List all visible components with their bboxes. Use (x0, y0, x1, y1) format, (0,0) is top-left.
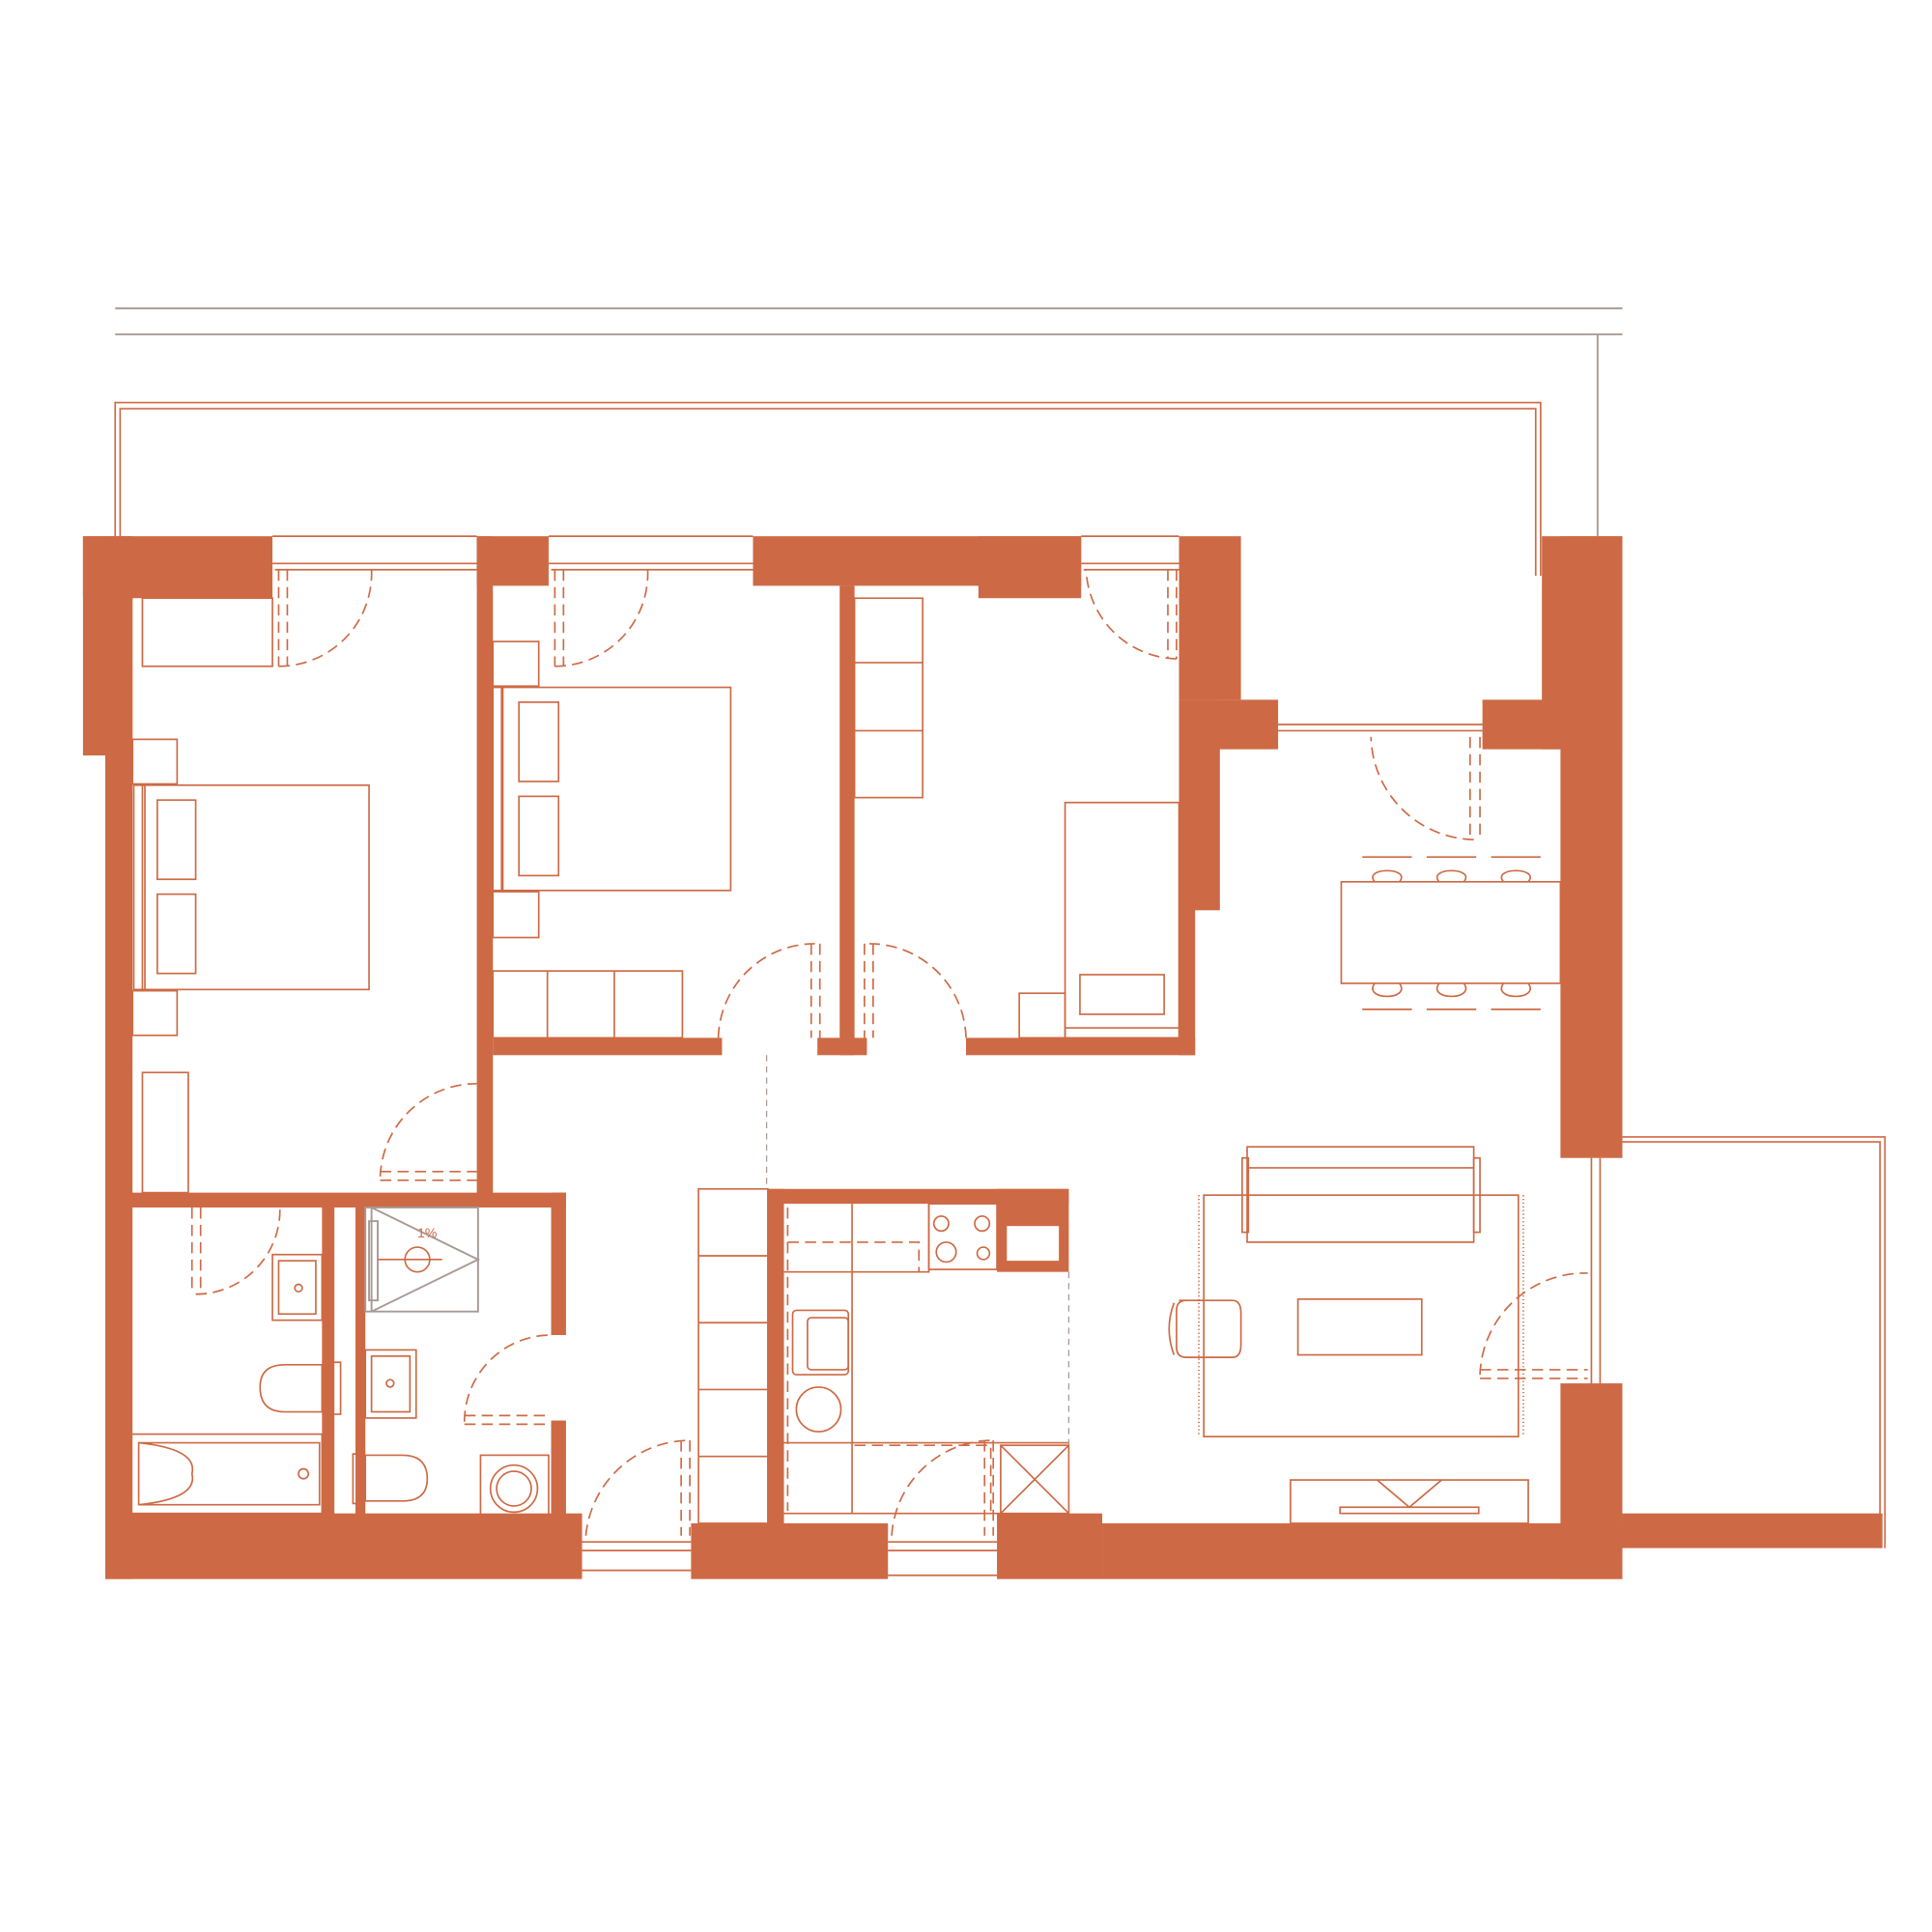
hall-wardrobe (697, 1055, 769, 1524)
shower-slope-label: 1% (417, 1225, 438, 1240)
terrace-outline (114, 307, 1887, 1548)
bedroom-3-furniture (853, 597, 1180, 1039)
doors (190, 569, 1588, 1536)
bathroom-2: 1% (352, 1207, 550, 1524)
kitchen (783, 1203, 1070, 1515)
bedroom-2-furniture (492, 640, 732, 1039)
bedroom-1-furniture (131, 597, 370, 1194)
bathroom-1 (128, 1253, 342, 1515)
living-furniture (1168, 1146, 1529, 1524)
windows (272, 535, 1602, 1577)
dining-table (1340, 856, 1562, 1010)
walls (82, 536, 1883, 1579)
